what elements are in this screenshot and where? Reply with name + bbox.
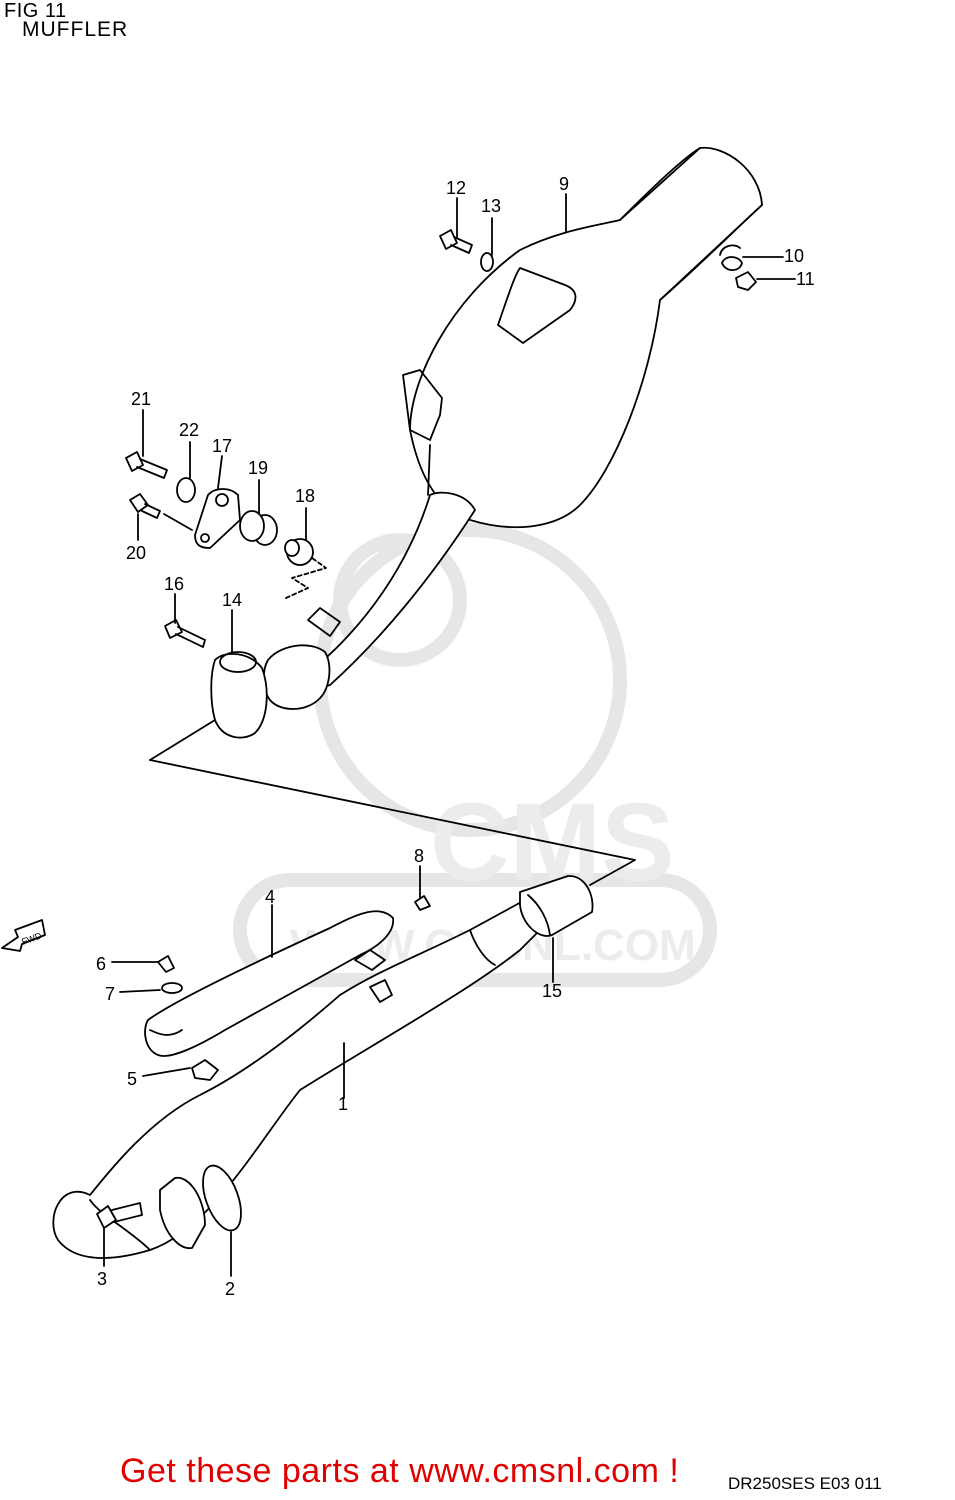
promo-link[interactable]: Get these parts at www.cmsnl.com ! [120, 1452, 680, 1490]
callout-21: 21 [131, 389, 151, 409]
callout-2: 2 [225, 1279, 235, 1299]
callout-9: 9 [559, 174, 569, 194]
cushion-part-10[interactable] [721, 256, 743, 272]
washer-part-7[interactable] [161, 982, 183, 994]
callout-13: 13 [481, 196, 501, 216]
callout-15: 15 [542, 981, 562, 1001]
callout-16: 16 [164, 574, 184, 594]
flange-and-bolt-part-3[interactable] [96, 1177, 206, 1249]
joint-pipe-part-15[interactable] [519, 875, 594, 937]
figure-number: FIG 11 [4, 0, 67, 22]
heat-protector-part-4[interactable] [144, 910, 394, 1057]
watermark-eye-ring [333, 533, 467, 667]
exhaust-bracket [369, 979, 393, 1003]
diagram-code: DR250SES E03 011 [728, 1474, 882, 1493]
washer-part-22[interactable] [176, 477, 196, 503]
bolt-part-12[interactable] [439, 229, 473, 254]
leader-lines [103, 193, 796, 1277]
callout-20: 20 [126, 543, 146, 563]
callout-19: 19 [248, 458, 268, 478]
figure-title: MUFFLER [22, 18, 129, 41]
cms-watermark: CMS WWW.CMSNL.COM [233, 523, 717, 987]
callout-4: 4 [265, 887, 275, 907]
bolt-part-16[interactable] [164, 619, 206, 648]
bush-part-19[interactable] [239, 510, 278, 546]
bolt-part-8[interactable] [414, 895, 431, 911]
assembly-guide-lines [149, 513, 636, 886]
callout-14: 14 [222, 590, 242, 610]
callout-18: 18 [295, 486, 315, 506]
callout-5: 5 [127, 1069, 137, 1089]
muffler-body-part-9[interactable] [402, 146, 763, 529]
bolt-part-20[interactable] [129, 493, 161, 519]
callout-11: 11 [796, 269, 815, 289]
clip-part-5[interactable] [191, 1059, 219, 1081]
callout-10: 10 [784, 246, 804, 266]
callout-8: 8 [414, 846, 424, 866]
callout-labels: 1 2 3 4 5 6 7 8 9 10 11 12 13 14 15 16 1… [96, 174, 815, 1299]
callout-12: 12 [446, 178, 466, 198]
callout-17: 17 [212, 436, 232, 456]
callout-1: 1 [338, 1094, 348, 1114]
callout-6: 6 [96, 954, 106, 974]
gasket-part-2[interactable] [195, 1161, 248, 1236]
collar-part-18[interactable] [284, 538, 314, 566]
nut-part-11[interactable] [735, 271, 757, 291]
washer-part-13[interactable] [480, 252, 494, 272]
fwd-arrow-icon: FWD [1, 919, 46, 952]
bolt-part-21[interactable] [125, 451, 168, 479]
connecting-pipe-upper[interactable] [262, 491, 476, 710]
clamp-part-14[interactable] [210, 651, 268, 739]
callout-22: 22 [179, 420, 199, 440]
callout-7: 7 [105, 984, 115, 1004]
callout-3: 3 [97, 1269, 107, 1289]
bracket-part-17[interactable] [194, 488, 241, 549]
screw-part-6[interactable] [157, 955, 175, 973]
